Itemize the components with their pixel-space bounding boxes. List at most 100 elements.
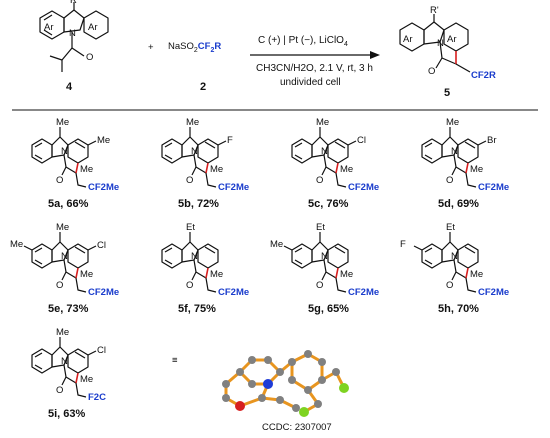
crystal-atom [304,386,312,394]
top-substituent: Et [316,222,325,233]
product-number: 5 [444,87,450,99]
compound-label: 5i, 63% [48,408,86,420]
o-atom: O [56,385,63,396]
compound-label: 5f, 75% [178,303,216,315]
o-atom: O [446,280,453,291]
compound-label: 5h, 70% [438,303,479,315]
crystal-atom [314,400,322,408]
side-chain-label: CF2Me [88,182,119,193]
side-chain-bond [335,172,347,188]
crystal-atom [318,376,326,384]
side-chain-bond [205,172,217,188]
condition-solvent: CH3CN/H2O, 2.1 V, rt, 3 h [256,63,373,74]
side-chain-label: CF2Me [218,182,249,193]
aryl-substituent: Br [487,135,497,146]
n-atom: N [321,251,328,262]
aryl-substituent: Cl [97,345,106,356]
aryl-substituent: F [227,135,233,146]
aryl-bond [87,140,97,146]
n-atom: N [321,146,328,157]
top-substituent: Me [56,117,69,128]
o-atom: O [56,175,63,186]
crystal-atom [318,358,326,366]
ar1-label: Ar [44,22,54,33]
o-atom: O [56,280,63,291]
crystal-atom [258,394,266,402]
n-atom: N [61,356,68,367]
crystal-atom [276,368,284,376]
o-atom-label: O [86,52,93,63]
reactant-number: 4 [66,81,73,93]
side-chain-label: CF2Me [348,182,379,193]
methyl-label: Me [340,269,353,280]
methyl-label: Me [210,269,223,280]
top-substituent: Me [316,117,329,128]
methyl-label: Me [470,164,483,175]
aryl-bond [87,350,97,356]
r-prime-label: R' [70,0,79,6]
methyl-label: Me [470,269,483,280]
aryl-bond [347,140,357,146]
top-substituent: Me [446,117,459,128]
crystal-atom [304,350,312,358]
crystal-atom [248,356,256,364]
left-bond [23,245,33,251]
side-chain-label: CF2Me [478,287,509,298]
aryl-bond [87,245,97,251]
equivalence-sign: ≡ [172,355,178,366]
plus-sign: + [148,42,154,53]
side-chain-label: F2C [88,392,106,403]
crystal-atom [299,407,309,417]
aryl-substituent: Cl [357,135,366,146]
crystal-atom [276,396,284,404]
n-atom-label: N [69,28,76,39]
crystal-atom [222,394,230,402]
top-substituent: Et [446,222,455,233]
aryl-bond [217,140,227,146]
methyl-label: Me [80,374,93,385]
top-substituent: Me [56,222,69,233]
side-chain-bond [465,172,477,188]
reactant-4: R' Ar Ar N O 4 [39,0,109,93]
crystal-atom [236,368,244,376]
left-bond [413,245,423,251]
side-chain-bond [205,277,217,293]
compound-label: 5g, 65% [308,303,349,315]
left-substituent: Me [10,239,23,250]
side-chain-bond [75,277,87,293]
n-atom: N [61,251,68,262]
compound-label: 5e, 73% [48,303,89,315]
crystal-atom [263,379,273,389]
product-r-prime: R' [430,5,439,16]
crystal-atom [339,383,349,393]
aryl-substituent: Cl [97,240,106,251]
crystal-atom [248,380,256,388]
crystal-atom [332,368,340,376]
aryl-bond [477,140,487,146]
n-atom: N [191,146,198,157]
crystal-structure [222,350,349,417]
crystal-atom [264,356,272,364]
side-chain-bond [335,277,347,293]
top-substituent: Me [56,327,69,338]
crystal-atom [288,376,296,384]
o-atom: O [186,280,193,291]
side-chain-label: CF2Me [348,287,379,298]
aryl-substituent: Me [97,135,110,146]
side-chain-label: CF2Me [218,287,249,298]
o-atom: O [316,175,323,186]
o-atom: O [446,175,453,186]
condition-cell: undivided cell [280,77,341,88]
product-cf2r: CF2R [471,70,496,81]
side-chain-bond [75,172,87,188]
o-atom: O [186,175,193,186]
